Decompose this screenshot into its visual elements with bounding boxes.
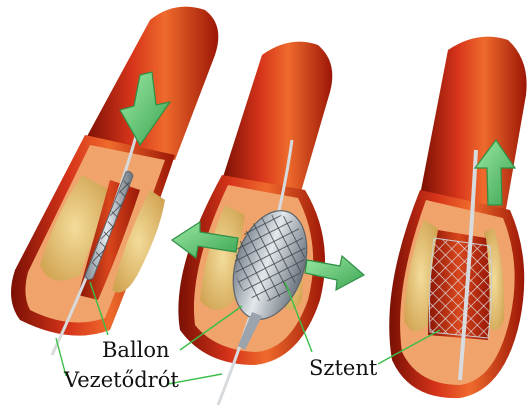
label-ballon: Ballon bbox=[102, 338, 170, 362]
vessel-stage-3 bbox=[389, 37, 526, 398]
stent-deployed bbox=[430, 238, 492, 338]
vessel-stage-2 bbox=[172, 42, 364, 405]
label-sztent: Sztent bbox=[309, 356, 377, 380]
vessel-wall-upper bbox=[222, 42, 332, 195]
label-vezetodrot: Vezetődrót bbox=[64, 368, 179, 392]
